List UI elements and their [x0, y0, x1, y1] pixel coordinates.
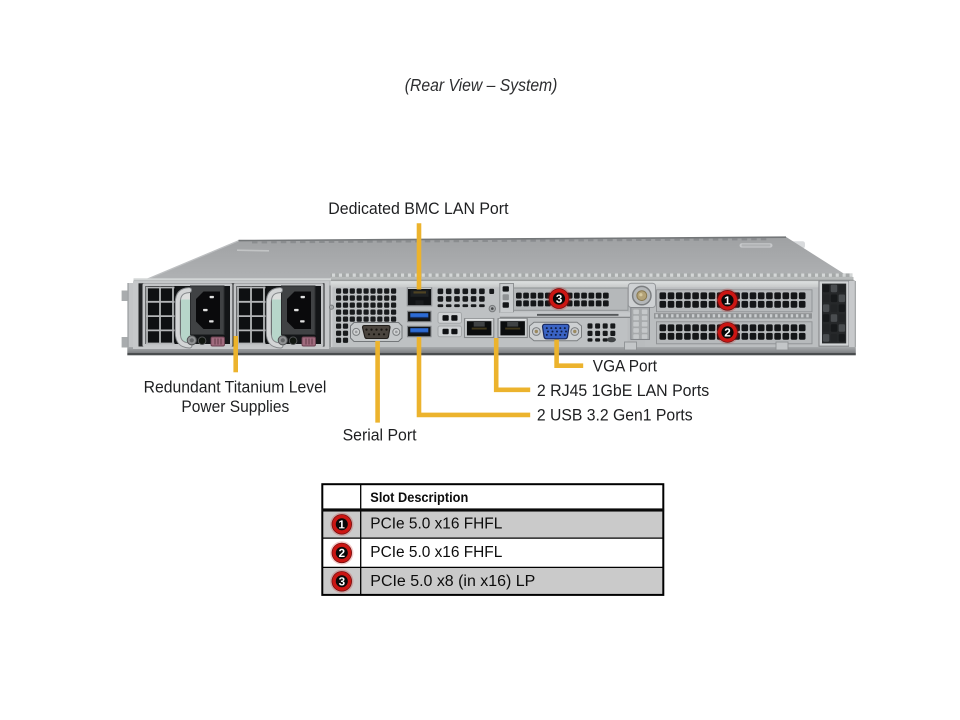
svg-text:Dedicated BMC LAN Port: Dedicated BMC LAN Port [328, 200, 509, 218]
svg-text:Slot Description: Slot Description [370, 490, 468, 506]
svg-text:Serial Port: Serial Port [343, 427, 417, 445]
svg-text:2 RJ45 1GbE LAN Ports: 2 RJ45 1GbE LAN Ports [537, 382, 709, 400]
svg-text:VGA Port: VGA Port [593, 357, 658, 375]
svg-text:Power Supplies: Power Supplies [181, 398, 289, 416]
svg-text:PCIe 5.0 x16 FHFL: PCIe 5.0 x16 FHFL [370, 515, 502, 532]
svg-text:2 USB 3.2 Gen1 Ports: 2 USB 3.2 Gen1 Ports [537, 407, 693, 425]
svg-text:PCIe 5.0 x8 (in x16) LP: PCIe 5.0 x8 (in x16) LP [370, 573, 535, 590]
svg-text:Redundant Titanium Level: Redundant Titanium Level [144, 379, 327, 397]
svg-text:(Rear View – System): (Rear View – System) [405, 75, 558, 95]
svg-text:PCIe 5.0 x16 FHFL: PCIe 5.0 x16 FHFL [370, 544, 502, 561]
